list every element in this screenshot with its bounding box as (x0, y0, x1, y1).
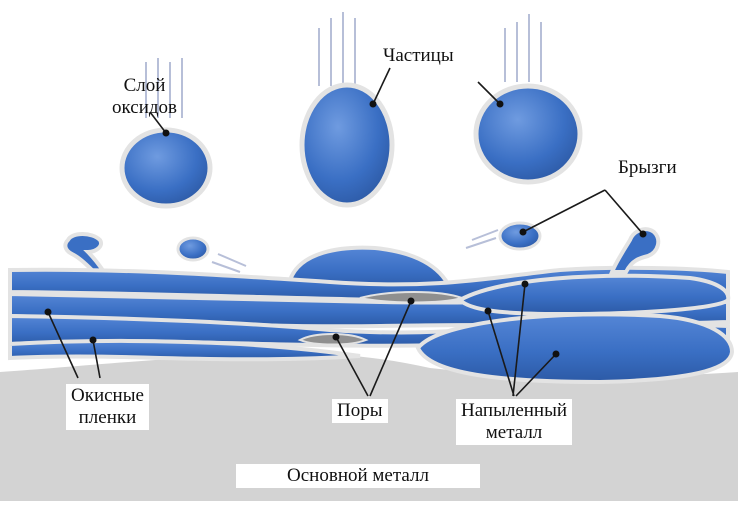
label-oxide-layer: Слой оксидов (112, 75, 177, 119)
particle-left (122, 130, 210, 206)
label-splashes: Брызги (618, 157, 677, 179)
label-oxide-films: Окисные пленки (66, 384, 149, 430)
label-oxide-films-line2: пленки (71, 407, 144, 429)
particle-right (476, 86, 580, 182)
label-oxide-films-line1: Окисные (71, 385, 144, 407)
right-splash-hook (612, 229, 658, 272)
label-sprayed-metal: Напыленный металл (456, 399, 572, 445)
splash-drop-left (178, 238, 208, 260)
label-sprayed-metal-line1: Напыленный (461, 400, 567, 422)
label-oxide-layer-line1: Слой (112, 75, 177, 97)
label-base-metal: Основной металл (236, 464, 480, 488)
label-pores: Поры (332, 399, 388, 423)
label-particles: Частицы (383, 45, 454, 67)
particle-center (302, 85, 392, 205)
particles (122, 85, 580, 260)
label-oxide-layer-line2: оксидов (112, 97, 177, 119)
label-sprayed-metal-line2: металл (461, 422, 567, 444)
